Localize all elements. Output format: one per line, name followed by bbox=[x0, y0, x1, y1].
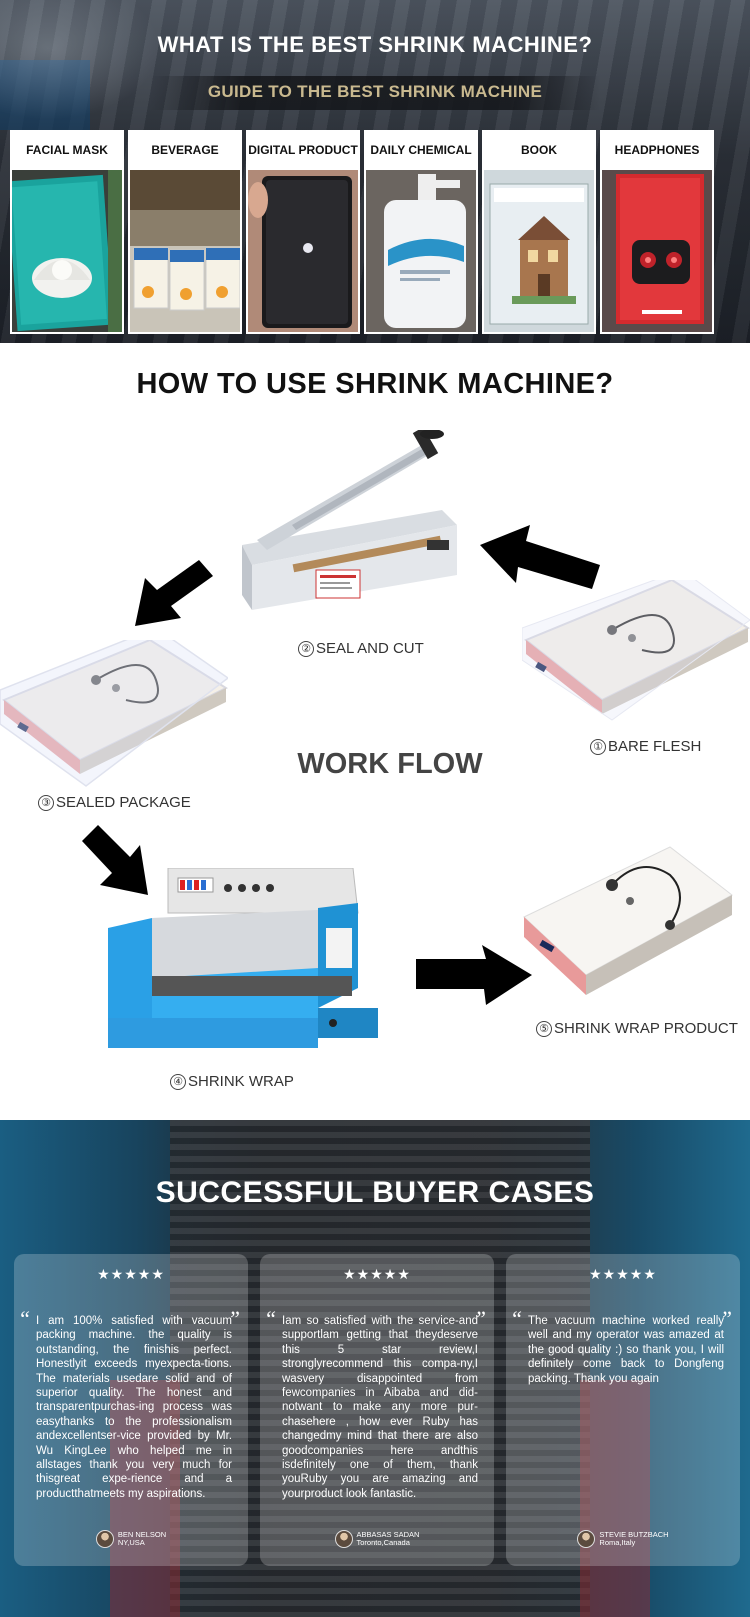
background-highlight bbox=[0, 0, 160, 120]
review-author: STEVIE BUTZBACH Roma,Italy bbox=[506, 1530, 740, 1548]
shrink-wrap-product-image bbox=[523, 846, 733, 995]
how-to-use-title: HOW TO USE SHRINK MACHINE? bbox=[136, 368, 614, 400]
beverage-image bbox=[130, 170, 240, 332]
digital-product-image bbox=[248, 170, 358, 332]
buyer-cases-title: SUCCESSFUL BUYER CASES bbox=[155, 1176, 595, 1209]
review-card: ★★★★★ “ ” The vacuum machine worked real… bbox=[506, 1254, 740, 1566]
buyer-cases-section: SUCCESSFUL BUYER CASES ★★★★★ “ ” I am 10… bbox=[0, 1120, 750, 1617]
open-quote-icon: “ bbox=[264, 1306, 277, 1331]
category-card-headphones[interactable]: HEADPHONES bbox=[600, 130, 714, 334]
category-label: BOOK bbox=[521, 143, 557, 157]
category-cards: FACIAL MASK BEVERAGE bbox=[10, 130, 740, 334]
avatar bbox=[577, 1530, 596, 1548]
arrow-right-icon bbox=[416, 945, 532, 1005]
subtitle-bar bbox=[150, 76, 600, 110]
star-rating-icon: ★★★★★ bbox=[343, 1266, 411, 1282]
arrow-down-right-icon bbox=[82, 825, 148, 895]
close-quote-icon: ” bbox=[719, 1306, 732, 1331]
star-rating-icon: ★★★★★ bbox=[589, 1266, 657, 1282]
author-name: ABBASAS SADAN bbox=[356, 1529, 420, 1539]
sealed-package-image bbox=[0, 640, 228, 787]
shrink-tunnel-image bbox=[108, 868, 378, 1048]
arrow-left-icon bbox=[480, 525, 600, 589]
review-card: ★★★★★ “ ” Iam so satisfied with the serv… bbox=[260, 1254, 494, 1566]
open-quote-icon: “ bbox=[510, 1306, 523, 1331]
background-red-panel-right bbox=[580, 1380, 650, 1617]
open-quote-icon: “ bbox=[18, 1306, 31, 1331]
category-label: BEVERAGE bbox=[151, 143, 219, 157]
category-label: HEADPHONES bbox=[614, 143, 700, 157]
conveyor-belt-background bbox=[170, 1120, 590, 1617]
author-location: Roma,Italy bbox=[599, 1538, 636, 1547]
author-location: NY,USA bbox=[117, 1538, 145, 1547]
author-name: BEN NELSON bbox=[117, 1529, 167, 1539]
category-card-facial-mask[interactable]: FACIAL MASK bbox=[10, 130, 124, 334]
star-rating-icon: ★★★★★ bbox=[97, 1266, 165, 1282]
section-subtitle: GUIDE TO THE BEST SHRINK MACHINE bbox=[207, 82, 543, 101]
arrow-down-left-icon bbox=[135, 560, 213, 626]
review-author: ABBASAS SADAN Toronto,Canada bbox=[260, 1530, 494, 1548]
author-name: STEVIE BUTZBACH bbox=[599, 1529, 669, 1539]
workflow-title: WORK FLOW bbox=[297, 748, 483, 780]
category-card-digital-product[interactable]: DIGITAL PRODUCT bbox=[246, 130, 360, 334]
impulse-sealer-image bbox=[242, 430, 457, 610]
background-machine-detail bbox=[0, 60, 90, 130]
facial-mask-image bbox=[12, 170, 122, 332]
book-image bbox=[484, 170, 594, 332]
author-location: Toronto,Canada bbox=[356, 1538, 410, 1547]
review-author: BEN NELSON NY,USA bbox=[14, 1530, 248, 1548]
headphones-image bbox=[602, 170, 712, 332]
category-card-daily-chemical[interactable]: DAILY CHEMICAL bbox=[364, 130, 478, 334]
close-quote-icon: ” bbox=[227, 1306, 240, 1331]
review-text: I am 100% satisfied with vacuum packing … bbox=[36, 1315, 232, 1500]
bare-package-image bbox=[522, 580, 750, 721]
daily-chemical-image bbox=[366, 170, 476, 332]
review-card: ★★★★★ “ ” I am 100% satisfied with vacuu… bbox=[14, 1254, 248, 1566]
category-card-book[interactable]: BOOK bbox=[482, 130, 596, 334]
category-card-beverage[interactable]: BEVERAGE bbox=[128, 130, 242, 334]
avatar bbox=[334, 1530, 353, 1548]
category-label: DAILY CHEMICAL bbox=[370, 143, 472, 157]
review-text: The vacuum machine worked really well an… bbox=[528, 1315, 724, 1385]
background-red-panel-left bbox=[110, 1380, 180, 1617]
review-text: Iam so satisfied with the service-and su… bbox=[282, 1315, 478, 1500]
category-label: DIGITAL PRODUCT bbox=[248, 143, 358, 157]
avatar bbox=[95, 1530, 114, 1548]
best-shrink-machine-section: WHAT IS THE BEST SHRINK MACHINE? GUIDE T… bbox=[0, 0, 750, 343]
category-label: FACIAL MASK bbox=[26, 143, 108, 157]
close-quote-icon: ” bbox=[473, 1306, 486, 1331]
section-title: WHAT IS THE BEST SHRINK MACHINE? bbox=[157, 32, 593, 57]
